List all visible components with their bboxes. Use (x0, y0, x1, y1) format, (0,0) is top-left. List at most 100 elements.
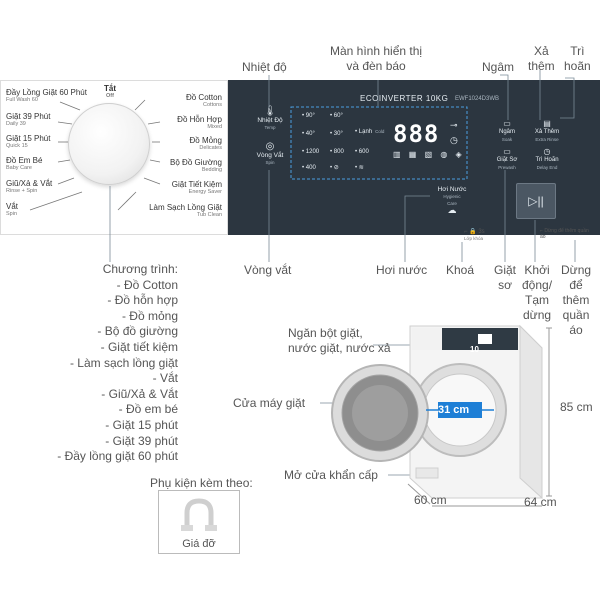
accessories-title: Phụ kiện kèm theo: (150, 476, 253, 490)
delay-button-sub: Delay End (536, 165, 558, 170)
temp-cold-sub: Cold (375, 129, 385, 134)
spin-value: 400 (305, 165, 316, 171)
temp-button[interactable]: 🌡 Nhiệt Độ Temp (252, 106, 288, 131)
program-item: - Giũ/Xả & Vắt (101, 386, 178, 401)
annotation-steam: Hơi nước (376, 263, 428, 277)
temp-value: 90° (305, 113, 315, 119)
soak-button[interactable]: ▭ Ngâm Soak (492, 120, 522, 143)
steam-icon: ☁ (447, 205, 457, 215)
prewash-button-sub: Prewash (498, 165, 516, 170)
annotation-emergency: Mở cửa khẩn cấp (284, 468, 378, 482)
annotation-add-clothes: Dừng để thêm quần áo (561, 263, 592, 337)
program-item: - Đồ mỏng (121, 308, 178, 323)
lock-note: ⌐ 🔒 3s Lớp khóa (464, 228, 485, 242)
label-en: Bedding (201, 167, 222, 173)
spin-button[interactable]: ◎ Vòng Vắt Spin (252, 141, 288, 166)
display-dashed-frame (290, 106, 468, 180)
annotation-detergent: Ngăn bột giặt, nước giặt, nước xả (288, 326, 391, 355)
label-en: Delicates (199, 145, 222, 151)
spin-value: 1200 (305, 149, 320, 155)
steam-button[interactable]: Hơi Nước Hygienic Care ☁ (430, 186, 474, 216)
program-item: - Đồ Cotton (116, 277, 178, 292)
annotation-prewash: Giặt sơ (494, 263, 517, 292)
door-glass-inner (352, 385, 408, 441)
label-en: Full Wash 60 (6, 97, 38, 103)
spin-indicator-1200: • 1200 (302, 149, 320, 155)
annotation-lock: Khoá (446, 263, 475, 277)
temp-value: 60° (333, 113, 343, 119)
extra-rinse-button-label: Xả Thêm (534, 129, 560, 135)
temp-button-sub: Temp (264, 125, 276, 130)
spin-icon: ◎ (265, 141, 275, 152)
annotation-display: Màn hình hiển thị và đèn báo (330, 44, 423, 73)
label-vi: Đồ Em Bé (6, 156, 43, 165)
off-label: Tắt Off (103, 85, 117, 100)
program-dial[interactable] (68, 103, 150, 185)
temp-value: 40° (305, 131, 315, 137)
program-item: - Giặt 39 phút (105, 433, 178, 448)
accessory-label: Giá đỡ (182, 538, 216, 550)
temp-indicator-90: • 90° (302, 113, 315, 119)
annotation-door: Cửa máy giặt (233, 396, 306, 410)
prewash-button[interactable]: ▭ Giặt Sơ Prewash (492, 148, 522, 171)
annotation-spin: Vòng vắt (244, 263, 292, 277)
label-en: Baby Care (6, 165, 32, 171)
steam-button-label: Hơi Nước (437, 186, 467, 193)
key-icon: ⊸ (450, 120, 458, 130)
timer-icon: ◷ (450, 135, 458, 145)
label-vi: Đồ Hỗn Hợp (177, 115, 222, 124)
label-vi: Giặt 15 Phút (6, 134, 51, 143)
soak-button-sub: Soak (501, 137, 513, 142)
extra-rinse-icon: ▤ (543, 119, 551, 128)
temp-value: Lạnh (358, 129, 373, 135)
label-en: Rinse + Spin (6, 188, 38, 194)
extra-rinse-button-sub: Extra Rinse (535, 137, 559, 142)
program-item: - Bộ đồ giường (97, 324, 178, 339)
program-item: - Giặt 15 phút (105, 417, 178, 432)
spin-indicator-400: • 400 (302, 165, 316, 171)
washer-illustration (331, 324, 552, 507)
model-label: EWF1024D3WB (455, 96, 500, 102)
label-vi: Giặt 39 Phút (6, 112, 51, 121)
prewash-icon: ▭ (503, 147, 511, 156)
spin-button-sub: Spin (265, 160, 275, 165)
thermometer-icon: 🌡 (263, 106, 277, 117)
label-en: Mixed (207, 124, 222, 130)
soak-button-label: Ngâm (498, 129, 515, 135)
label-en: Quick 15 (6, 143, 28, 149)
label-vi: Đồ Cotton (185, 93, 222, 102)
door-diameter-badge (438, 402, 482, 418)
temp-value: 30° (333, 131, 343, 137)
spin-indicator-800: • 800 (330, 149, 344, 155)
label-vi: Giũ/Xả & Vắt (6, 179, 53, 188)
delay-button[interactable]: ◷ Trì Hoãn Delay End (529, 148, 565, 171)
label-vi: Giặt Tiết Kiệm (171, 180, 222, 189)
spin-button-label: Vòng Vắt (256, 152, 284, 159)
off-sub-text: Off (106, 93, 114, 99)
label-vi: Làm Sạch Lồng Giặt (149, 203, 222, 212)
washer-side (519, 324, 543, 500)
extra-rinse-button[interactable]: ▤ Xả Thêm Extra Rinse (529, 120, 565, 143)
dimension-height: 85 cm (560, 400, 593, 414)
annotation-start-pause: Khởi động/ Tạm dừng (522, 263, 553, 322)
spin-value: 600 (358, 149, 369, 155)
play-pause-icon: ▷|| (528, 194, 544, 208)
label-en: Tub Clean (196, 212, 222, 218)
brand-label: ECOINVERTER 10KG (360, 94, 449, 103)
dimension-depth: 64 cm (524, 495, 557, 509)
steam-sub-1: Hygienic (443, 194, 461, 199)
add-clothes-note-text: Dừng để thêm quần áo (540, 228, 589, 240)
start-pause-button[interactable]: ▷|| (516, 183, 556, 219)
clock-icon: ◷ (543, 147, 551, 156)
delay-button-label: Trì Hoãn (535, 157, 559, 163)
programs-list: Chương trình: - Đồ Cotton - Đồ hỗn hợp -… (28, 262, 178, 465)
programs-title: Chương trình: (102, 262, 178, 276)
